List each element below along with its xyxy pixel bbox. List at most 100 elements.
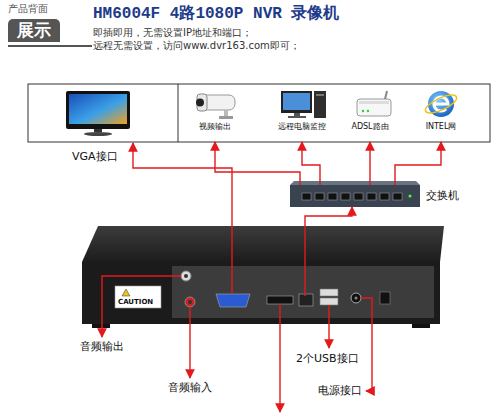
router-icon [357,91,391,116]
router-icon-part [362,110,364,112]
port-label: VGA接口 [72,150,118,163]
device-panel-frame-part [178,84,179,142]
monitor-icon [66,91,130,136]
nvr-body-part [320,298,338,305]
computer-icon-part [316,94,324,96]
monitor-icon-part [84,132,112,136]
switch-label: 交换机 [426,189,459,202]
device-label: 视频输出 [189,122,241,132]
switch-body-part [367,193,376,200]
header-rule [8,46,92,47]
nvr-body-part [82,262,440,324]
switch-body-part [341,193,350,200]
leader-lines-part [102,276,181,337]
nvr-body-part [82,226,444,262]
leader-lines-part [304,226,305,296]
monitor-icon-part [94,129,102,132]
computer-icon-part [294,113,300,116]
port-label: 音频输出 [80,340,124,353]
section-kicker: 产品背面 [8,3,48,15]
computer-icon-part [314,91,326,118]
leader-lines [102,143,372,412]
switch-body-part [290,181,420,185]
nvr-body-part [299,294,313,306]
switch-body-part [302,193,311,200]
nvr-body-part [185,297,195,307]
device-label: INTEL网 [412,122,470,132]
internet-icon [423,91,459,117]
section-tab: 展示 [8,19,60,42]
sticker-text: CAUTION [118,298,153,306]
nvr-body-part [184,274,188,278]
switch-body-part [328,193,337,200]
camera-icon-part [224,110,228,117]
router-icon-part [357,99,391,116]
subtitle-line: 远程无需设置，访问www.dvr163.com即可； [93,40,300,52]
nvr-body-part [92,324,110,328]
computer-icon-part [281,91,312,113]
title-text: HM6004F 4路1080P NVR 录像机 [93,5,339,24]
router-icon-part [359,101,389,104]
nvr-body-part [320,289,338,296]
computer-icon-part [288,116,306,118]
monitor-icon-part [66,91,130,129]
nvr-body [82,226,444,328]
nvr-body-part [267,296,293,304]
device-panel-frame [28,84,490,142]
camera-icon-part [219,116,233,119]
leader-lines-part [133,143,232,294]
router-icon-part [385,91,387,99]
switch-body [290,181,420,207]
device-label: 远程电脑监控 [272,122,332,132]
network-cable [369,142,370,185]
device-panel-frame-part [28,84,490,142]
camera-icon [196,94,235,119]
network-cable [305,207,352,226]
monitor-icon-part [69,94,127,124]
switch-body-part [409,195,412,198]
subtitle-line: 即插即用，无需设置IP地址和端口； [93,27,252,39]
camera-icon-part [196,99,204,107]
switch-body-part [380,193,389,200]
nvr-body-part [216,294,250,307]
nvr-body-part [351,293,361,303]
nvr-body-part [172,266,434,318]
nvr-body-part [115,286,161,308]
switch-body-part [354,193,363,200]
switch-body-part [290,185,420,207]
computer-icon [281,91,326,118]
switch-node: 交换机 [290,185,420,207]
nvr-body-part [355,297,358,300]
network-cable [215,142,300,185]
device-node: ADSL路由 [348,86,392,142]
nvr-body-part [380,292,390,304]
switch-body-part [393,193,402,200]
leader-lines-part [279,304,280,412]
nvr-node: CAUTION [80,226,442,326]
nvr-body-part [188,300,192,304]
computer-icon-part [283,93,310,110]
nvr-body-part [412,324,430,328]
device-node: 远程电脑监控 [272,86,332,142]
port-label: 音频输入 [168,381,212,394]
internet-icon-part [423,91,459,116]
leader-lines-part [328,305,329,348]
router-icon-part [367,110,369,112]
device-label: ADSL路由 [348,122,392,132]
leader-lines-part [361,298,372,391]
network-cable [302,142,320,185]
port-label: 电源接口 [318,384,362,397]
port-label: 2个USB接口 [296,352,359,365]
nvr-body-part [122,289,130,296]
device-node: 视频输出 [189,86,241,142]
header-rule-part [8,45,92,47]
switch-body-part [315,193,324,200]
leader-lines-part [189,307,190,378]
network-cable [395,142,441,185]
device-node: INTEL网 [412,86,470,142]
nvr-body-part [181,271,191,281]
camera-icon-part [197,94,207,111]
